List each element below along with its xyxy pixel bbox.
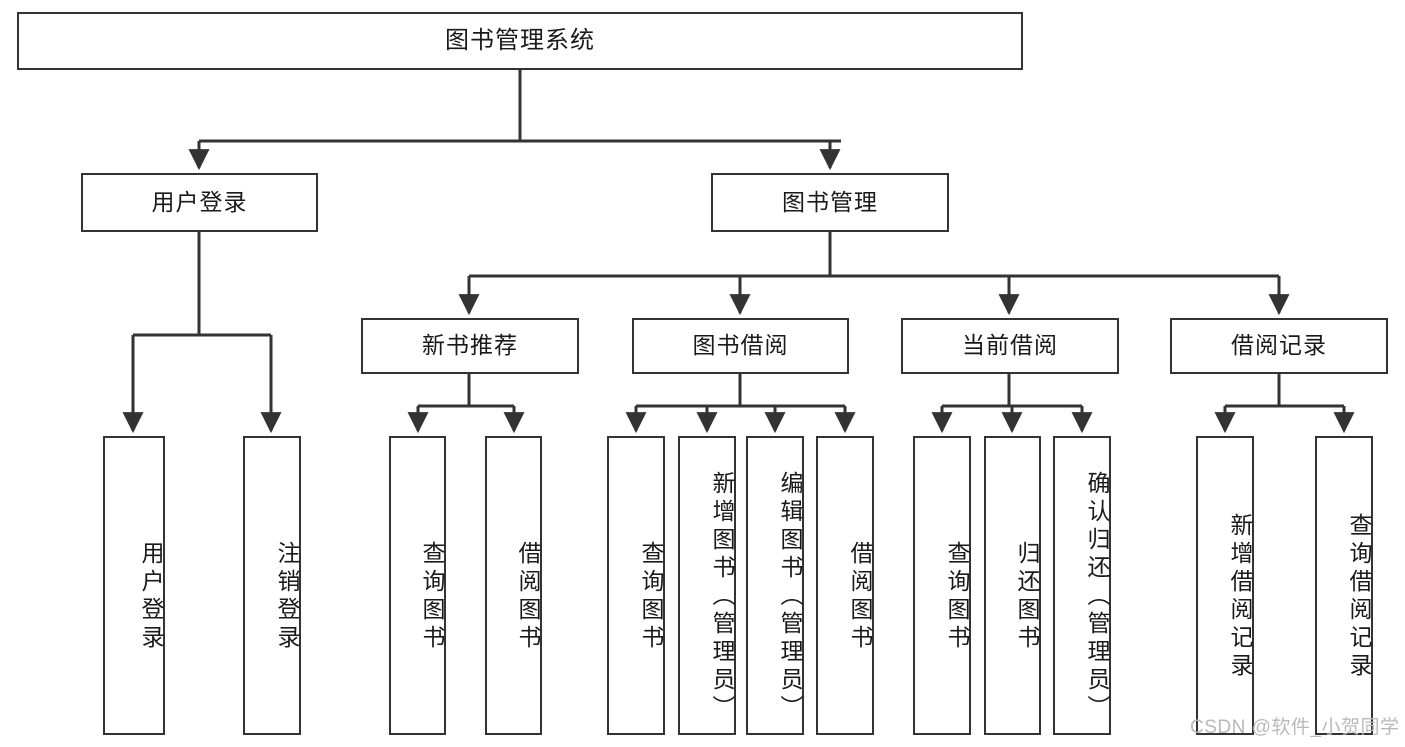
leaf-query-book-newbook[interactable]: 查询图书 [389, 436, 446, 735]
node-label: 新书推荐 [422, 332, 518, 359]
node-label: 当前借阅 [962, 332, 1058, 359]
node-label: 查询图书 [944, 540, 970, 653]
leaf-return-book[interactable]: 归还图书 [984, 436, 1041, 735]
node-label: 新增借阅记录 [1227, 512, 1253, 681]
node-label: 注销登录 [274, 540, 300, 653]
node-book-management[interactable]: 图书管理 [711, 173, 949, 232]
leaf-borrow-book[interactable]: 借阅图书 [816, 436, 874, 735]
node-label: 图书管理 [782, 188, 878, 215]
node-user-login[interactable]: 用户登录 [81, 173, 318, 232]
node-label: 借阅图书 [847, 540, 873, 653]
leaf-add-book-admin[interactable]: 新增图书（管理员） [678, 436, 736, 735]
node-label: 借阅记录 [1231, 332, 1327, 359]
csdn-watermark: CSDN @软件_小贺同学 [1190, 717, 1400, 738]
node-label: 查询借阅记录 [1346, 512, 1372, 681]
leaf-query-borrow-record[interactable]: 查询借阅记录 [1315, 436, 1373, 735]
leaf-add-borrow-record[interactable]: 新增借阅记录 [1196, 436, 1254, 735]
node-borrow-records[interactable]: 借阅记录 [1170, 318, 1388, 374]
leaf-query-book-borrow[interactable]: 查询图书 [607, 436, 665, 735]
node-label: 借阅图书 [515, 540, 541, 653]
leaf-borrow-book-newbook[interactable]: 借阅图书 [485, 436, 542, 735]
leaf-logout[interactable]: 注销登录 [243, 436, 301, 735]
node-label: 用户登录 [138, 540, 164, 653]
leaf-user-login[interactable]: 用户登录 [103, 436, 165, 735]
node-label: 编辑图书（管理员） [777, 470, 803, 723]
leaf-edit-book-admin[interactable]: 编辑图书（管理员） [746, 436, 804, 735]
leaf-confirm-return-admin[interactable]: 确认归还（管理员） [1053, 436, 1111, 735]
leaf-query-book-current[interactable]: 查询图书 [913, 436, 971, 735]
node-book-borrow[interactable]: 图书借阅 [632, 318, 849, 374]
node-label: 确认归还（管理员） [1084, 470, 1110, 723]
node-label: 用户登录 [151, 188, 248, 215]
node-label: 查询图书 [638, 540, 664, 653]
node-label: 新增图书（管理员） [709, 470, 735, 723]
node-label: 图书管理系统 [445, 26, 595, 54]
node-current-borrow[interactable]: 当前借阅 [901, 318, 1119, 374]
node-label: 图书借阅 [692, 332, 789, 359]
node-label: 归还图书 [1014, 540, 1040, 653]
node-new-book-recommend[interactable]: 新书推荐 [361, 318, 579, 374]
node-root-system[interactable]: 图书管理系统 [17, 12, 1023, 70]
node-label: 查询图书 [419, 540, 445, 653]
